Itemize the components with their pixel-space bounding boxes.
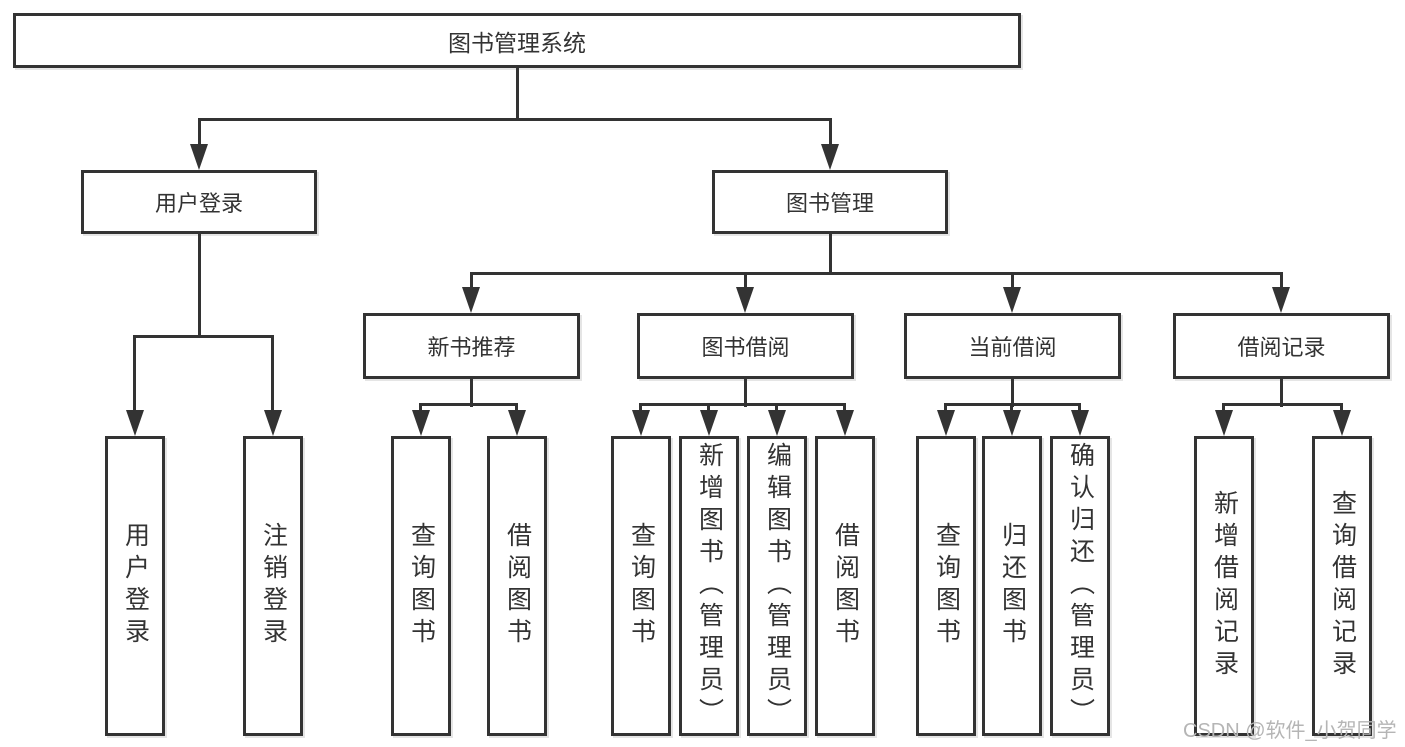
connector-line bbox=[470, 377, 473, 407]
connector-line bbox=[843, 403, 846, 413]
arrow-down-icon bbox=[508, 410, 526, 436]
arrow-down-icon bbox=[264, 410, 282, 436]
connector-line bbox=[1222, 403, 1225, 413]
leaf-records-add: 新增借阅记录 bbox=[1194, 436, 1254, 736]
arrow-down-icon bbox=[632, 410, 650, 436]
connector-line bbox=[1010, 403, 1013, 413]
node-book-management: 图书管理 bbox=[712, 170, 948, 234]
arrow-down-icon bbox=[190, 144, 208, 170]
node-current-borrow: 当前借阅 bbox=[904, 313, 1121, 379]
arrow-down-icon bbox=[1003, 410, 1021, 436]
leaf-newbook-borrow-label: 借阅图书 bbox=[503, 522, 532, 650]
leaf-current-return: 归还图书 bbox=[982, 436, 1042, 736]
leaf-borrow-query-label: 查询图书 bbox=[627, 522, 656, 650]
node-user-login: 用户登录 bbox=[81, 170, 317, 234]
leaf-newbook-query: 查询图书 bbox=[391, 436, 451, 736]
connector-line bbox=[744, 377, 747, 407]
connector-line bbox=[515, 403, 518, 413]
leaf-records-query: 查询借阅记录 bbox=[1312, 436, 1372, 736]
node-new-book-recommend-label: 新书推荐 bbox=[427, 335, 516, 360]
leaf-borrow-query: 查询图书 bbox=[611, 436, 671, 736]
node-book-borrow-label: 图书借阅 bbox=[701, 335, 790, 360]
leaf-current-confirm-admin: 确认归还（管理员） bbox=[1050, 436, 1110, 736]
connector-line bbox=[133, 335, 136, 411]
node-new-book-recommend: 新书推荐 bbox=[363, 313, 580, 379]
leaf-user-login: 用户登录 bbox=[105, 436, 165, 736]
arrow-down-icon bbox=[412, 410, 430, 436]
leaf-logout: 注销登录 bbox=[243, 436, 303, 736]
leaf-borrow-add-admin: 新增图书（管理员） bbox=[679, 436, 739, 736]
connector-line bbox=[198, 232, 201, 337]
leaf-records-query-label: 查询借阅记录 bbox=[1328, 490, 1357, 682]
node-book-management-label: 图书管理 bbox=[785, 191, 874, 216]
connector-line bbox=[1280, 377, 1283, 407]
node-borrow-records-label: 借阅记录 bbox=[1237, 335, 1326, 360]
connector-line bbox=[707, 403, 710, 413]
arrow-down-icon bbox=[768, 410, 786, 436]
node-current-borrow-label: 当前借阅 bbox=[968, 335, 1057, 360]
leaf-records-add-label: 新增借阅记录 bbox=[1210, 490, 1239, 682]
connector-line bbox=[1078, 403, 1081, 413]
node-user-login-label: 用户登录 bbox=[154, 191, 243, 216]
connector-line bbox=[470, 272, 1283, 275]
arrow-down-icon bbox=[1071, 410, 1089, 436]
connector-line bbox=[1011, 272, 1014, 290]
node-borrow-records: 借阅记录 bbox=[1173, 313, 1390, 379]
connector-line bbox=[198, 118, 832, 121]
connector-line bbox=[744, 272, 747, 290]
arrow-down-icon bbox=[1272, 287, 1290, 313]
connector-line bbox=[133, 335, 274, 338]
leaf-newbook-borrow: 借阅图书 bbox=[487, 436, 547, 736]
leaf-current-confirm-admin-label: 确认归还（管理员） bbox=[1066, 442, 1095, 730]
leaf-current-query: 查询图书 bbox=[916, 436, 976, 736]
connector-line bbox=[829, 232, 832, 274]
connector-line bbox=[775, 403, 778, 413]
connector-line bbox=[470, 272, 473, 290]
arrow-down-icon bbox=[126, 410, 144, 436]
leaf-user-login-label: 用户登录 bbox=[121, 522, 150, 650]
connector-line bbox=[419, 403, 422, 413]
connector-line bbox=[516, 66, 519, 121]
leaf-current-return-label: 归还图书 bbox=[998, 522, 1027, 650]
connector-line bbox=[829, 118, 832, 148]
leaf-current-query-label: 查询图书 bbox=[932, 522, 961, 650]
leaf-borrow-borrow: 借阅图书 bbox=[815, 436, 875, 736]
arrow-down-icon bbox=[736, 287, 754, 313]
connector-line bbox=[944, 403, 947, 413]
arrow-down-icon bbox=[937, 410, 955, 436]
node-book-borrow: 图书借阅 bbox=[637, 313, 854, 379]
connector-line bbox=[1340, 403, 1343, 413]
connector-line bbox=[419, 403, 518, 406]
connector-line bbox=[1222, 403, 1343, 406]
leaf-borrow-edit-admin: 编辑图书（管理员） bbox=[747, 436, 807, 736]
connector-line bbox=[639, 403, 846, 406]
node-root: 图书管理系统 bbox=[13, 13, 1021, 68]
arrow-down-icon bbox=[836, 410, 854, 436]
arrow-down-icon bbox=[821, 144, 839, 170]
arrow-down-icon bbox=[1003, 287, 1021, 313]
connector-line bbox=[198, 118, 201, 148]
connector-line bbox=[1011, 377, 1014, 407]
leaf-borrow-borrow-label: 借阅图书 bbox=[831, 522, 860, 650]
arrow-down-icon bbox=[1215, 410, 1233, 436]
connector-line bbox=[271, 335, 274, 411]
leaf-newbook-query-label: 查询图书 bbox=[407, 522, 436, 650]
arrow-down-icon bbox=[462, 287, 480, 313]
watermark: CSDN @软件_小贺同学 bbox=[1183, 720, 1397, 742]
node-root-label: 图书管理系统 bbox=[448, 29, 586, 56]
leaf-logout-label: 注销登录 bbox=[259, 522, 288, 650]
leaf-borrow-edit-admin-label: 编辑图书（管理员） bbox=[763, 442, 792, 730]
arrow-down-icon bbox=[1333, 410, 1351, 436]
connector-line bbox=[1280, 272, 1283, 290]
leaf-borrow-add-admin-label: 新增图书（管理员） bbox=[695, 442, 724, 730]
arrow-down-icon bbox=[700, 410, 718, 436]
connector-line bbox=[639, 403, 642, 413]
